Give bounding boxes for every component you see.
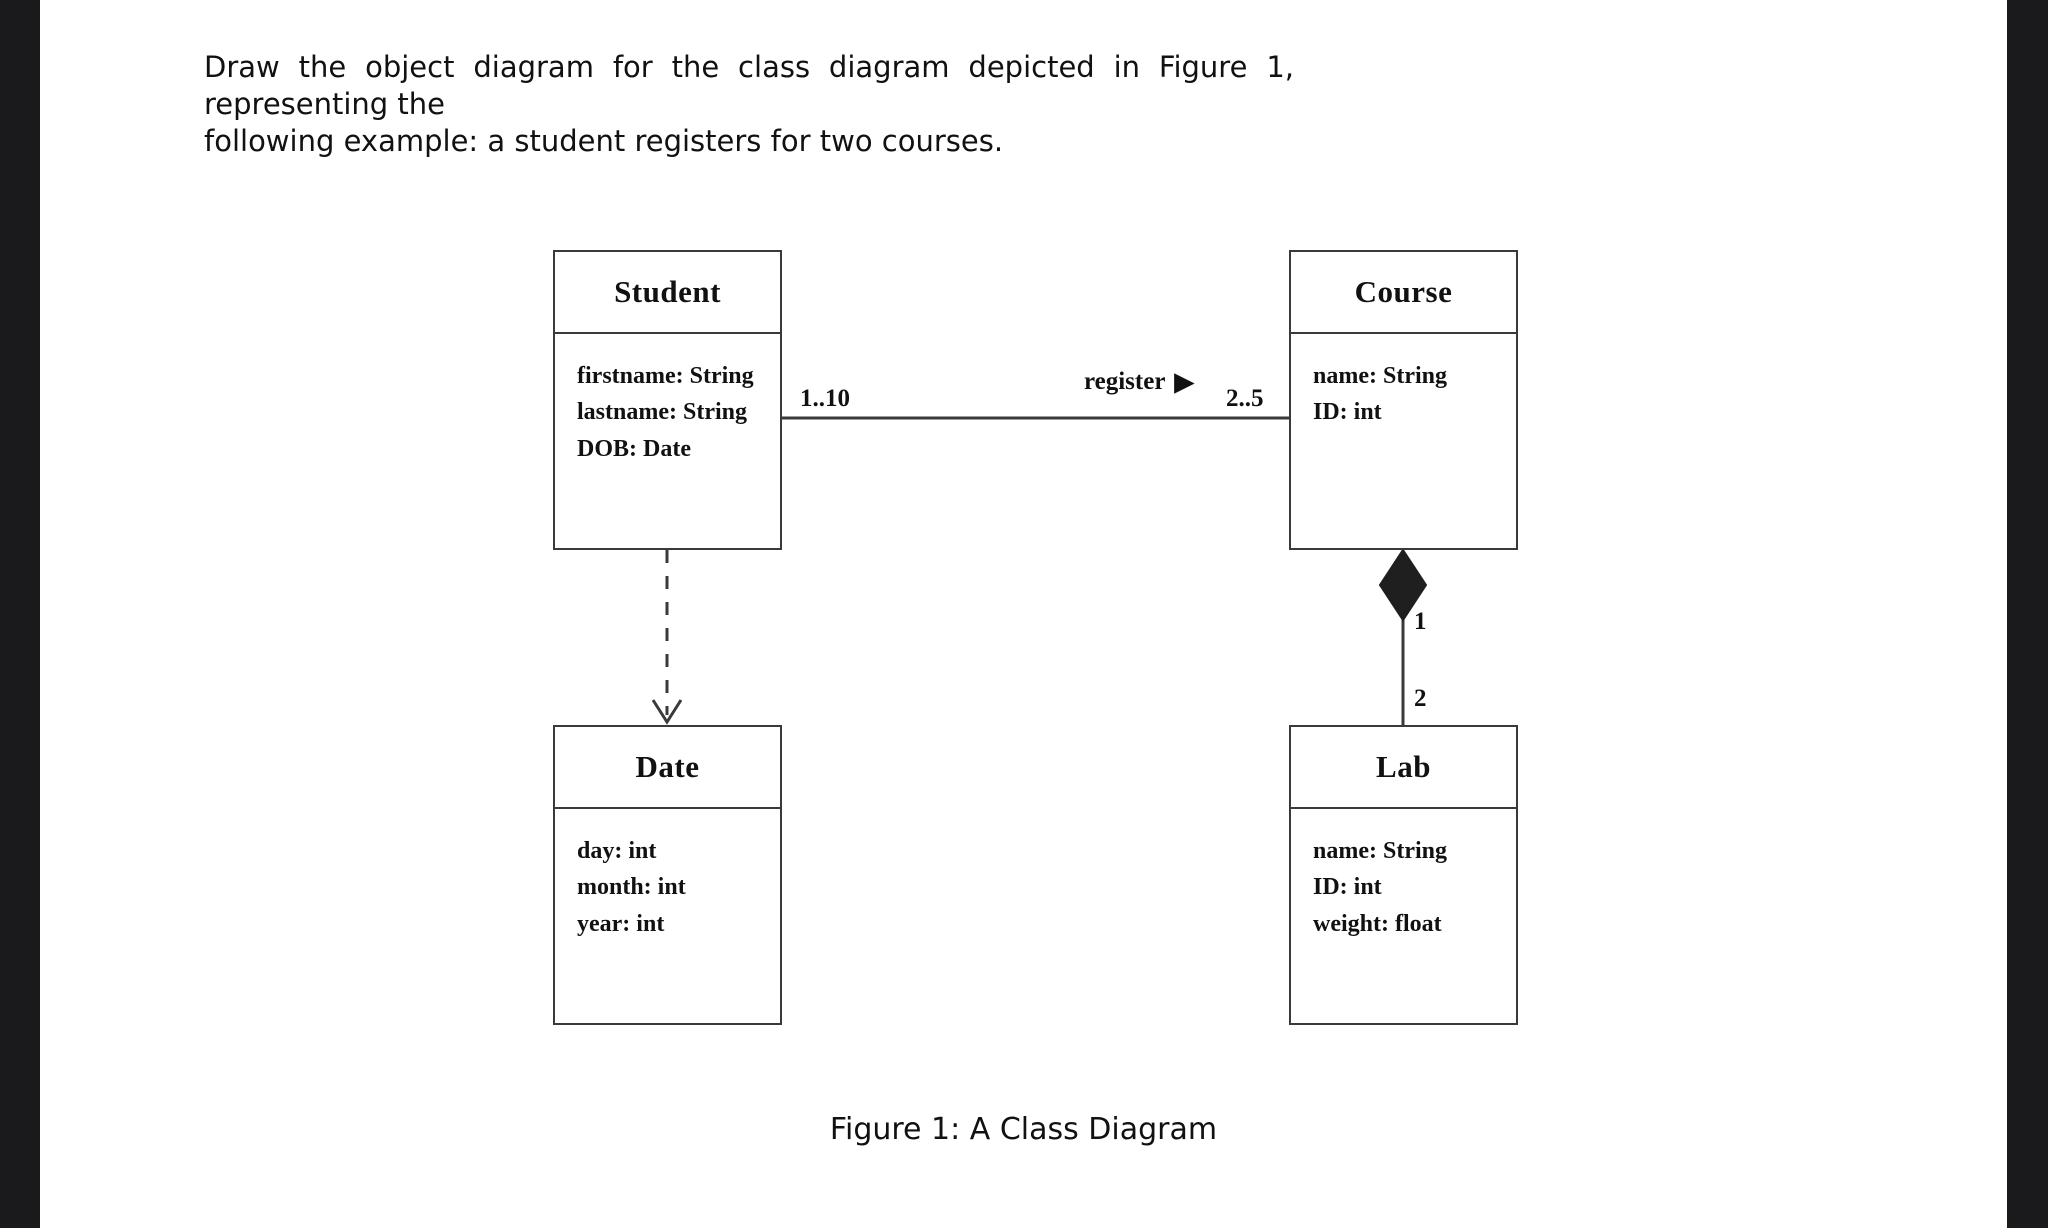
class-attributes-student: firstname: String lastname: String DOB: … xyxy=(555,334,780,467)
class-name-lab: Lab xyxy=(1376,749,1431,784)
multiplicity-label-student-end: 1..10 xyxy=(800,385,850,412)
attribute-row: DOB: Date xyxy=(577,435,691,462)
attribute-row: ID: int xyxy=(1313,399,1382,426)
class-name-student: Student xyxy=(614,274,721,309)
attribute-row: firstname: String xyxy=(577,363,754,389)
document-page: Draw the object diagram for the class di… xyxy=(40,0,2007,1228)
association-name-label: register xyxy=(1084,368,1166,395)
question-line-1: Draw the object diagram for the class di… xyxy=(204,50,1294,122)
class-attributes-course: name: String ID: int xyxy=(1291,334,1516,431)
class-box-student[interactable]: Student firstname: String lastname: Stri… xyxy=(553,250,782,550)
figure-caption: Figure 1: A Class Diagram xyxy=(829,1112,1218,1147)
class-box-lab[interactable]: Lab name: String ID: int weight: float xyxy=(1289,725,1518,1025)
class-attributes-date: day: int month: int year: int xyxy=(555,809,780,942)
class-box-date[interactable]: Date day: int month: int year: int xyxy=(553,725,782,1025)
attribute-row: weight: float xyxy=(1313,910,1442,937)
class-header-course: Course xyxy=(1291,252,1516,334)
class-header-date: Date xyxy=(555,727,780,809)
attribute-row: name: String xyxy=(1313,838,1447,864)
dependency-arrowhead-open xyxy=(651,699,683,725)
question-text: Draw the object diagram for the class di… xyxy=(204,49,1294,160)
attribute-row: month: int xyxy=(577,874,686,901)
attribute-row: ID: int xyxy=(1313,874,1382,901)
attribute-row: year: int xyxy=(577,910,665,937)
multiplicity-label-course-end: 2..5 xyxy=(1226,385,1264,412)
class-name-date: Date xyxy=(635,749,700,784)
scan-band-right xyxy=(2007,0,2048,1228)
class-name-course: Course xyxy=(1354,274,1453,309)
diagram-connectors: Date (dashed, open arrowhead) --> xyxy=(651,416,1428,725)
class-header-lab: Lab xyxy=(1291,727,1516,809)
class-header-student: Student xyxy=(555,252,780,334)
association-name-group: register ▶ xyxy=(1084,368,1194,396)
question-line-2: following example: a student registers f… xyxy=(204,124,1004,159)
scan-band-left xyxy=(0,0,40,1228)
association-direction-triangle-icon: ▶ xyxy=(1174,369,1194,396)
class-box-course[interactable]: Course name: String ID: int xyxy=(1289,250,1518,550)
multiplicity-label-composition-course-end: 1 xyxy=(1414,608,1427,635)
class-attributes-lab: name: String ID: int weight: float xyxy=(1291,809,1516,942)
attribute-row: name: String xyxy=(1313,363,1447,389)
class-diagram: Date (dashed, open arrowhead) --> Studen… xyxy=(40,0,2007,1228)
attribute-row: lastname: String xyxy=(577,399,747,426)
attribute-row: day: int xyxy=(577,838,657,864)
multiplicity-label-composition-lab-end: 2 xyxy=(1414,685,1427,712)
